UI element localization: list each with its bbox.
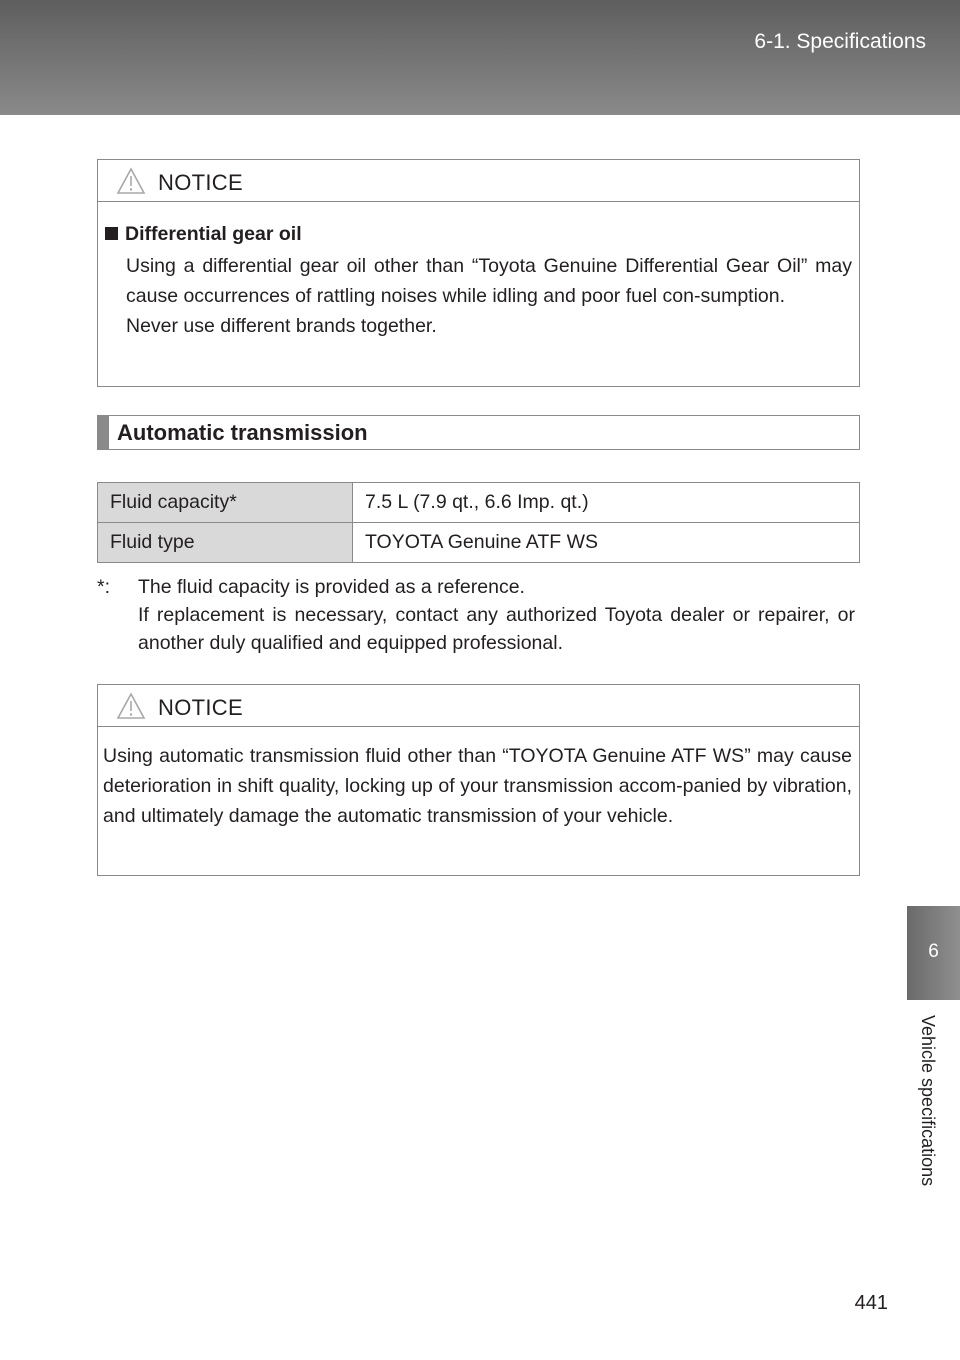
- spec-value: 7.5 L (7.9 qt., 6.6 Imp. qt.): [352, 482, 860, 523]
- notice-paragraph: Using a differential gear oil other than…: [126, 255, 852, 307]
- notice-title: NOTICE: [158, 695, 243, 720]
- warning-triangle-icon: [116, 167, 146, 194]
- subheading-text: Differential gear oil: [125, 223, 302, 245]
- spec-table: Fluid capacity* 7.5 L (7.9 qt., 6.6 Imp.…: [97, 482, 860, 563]
- chapter-tab: 6: [907, 906, 960, 1000]
- footnote: *: The fluid capacity is provided as a r…: [97, 573, 855, 657]
- chapter-label: Vehicle specifications: [918, 1015, 938, 1187]
- section-heading: 6-1. Specifications: [754, 30, 926, 53]
- spec-label: Fluid type: [97, 522, 353, 563]
- notice-box-atf: NOTICE Using automatic transmission flui…: [97, 684, 860, 876]
- notice-header: NOTICE: [98, 685, 859, 727]
- spec-value: TOYOTA Genuine ATF WS: [352, 522, 860, 563]
- chapter-number: 6: [928, 941, 939, 962]
- notice-paragraph: Never use different brands together.: [126, 315, 437, 337]
- spec-label: Fluid capacity*: [97, 482, 353, 523]
- table-row: Fluid type TOYOTA Genuine ATF WS: [97, 522, 860, 563]
- footnote-mark: *:: [97, 576, 111, 598]
- section-title: Automatic transmission: [117, 420, 368, 445]
- section-title-bar: Automatic transmission: [97, 415, 860, 450]
- page-header: 6-1. Specifications: [0, 0, 960, 115]
- footnote-line: The fluid capacity is provided as a refe…: [138, 576, 525, 598]
- notice-subheading: Differential gear oil: [103, 219, 852, 249]
- notice-box-differential: NOTICE Differential gear oil Using a dif…: [97, 159, 860, 387]
- notice-paragraph: Using automatic transmission fluid other…: [103, 745, 852, 827]
- notice-title: NOTICE: [158, 170, 243, 195]
- square-bullet-icon: [105, 227, 118, 240]
- warning-triangle-icon: [116, 692, 146, 719]
- notice-header: NOTICE: [98, 160, 859, 202]
- page-number: 441: [854, 1292, 888, 1314]
- table-row: Fluid capacity* 7.5 L (7.9 qt., 6.6 Imp.…: [97, 482, 860, 523]
- footnote-line: If replacement is necessary, contact any…: [138, 604, 855, 654]
